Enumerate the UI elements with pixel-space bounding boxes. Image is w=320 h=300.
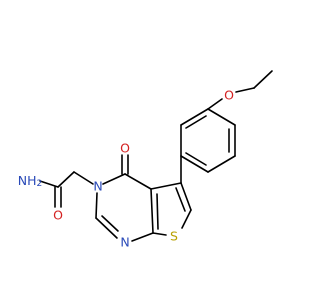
bond-phenyl-6-inner [185, 115, 207, 129]
atom-nh2-main: NH [18, 173, 37, 188]
atom-s: S [170, 229, 178, 244]
bond-c5-c6-inner [175, 187, 186, 212]
bond-s-c7a [152, 232, 167, 236]
bond-ethyl-ch2-o [235, 87, 255, 93]
bond-phenyl-1 [207, 108, 236, 126]
bond-camide-n [39, 180, 59, 188]
bond-n3-ch2 [73, 171, 94, 185]
bond-phenyl-3 [207, 155, 236, 173]
bond-phenyl-6 [180, 108, 209, 126]
atom-o-amide: O [53, 208, 63, 223]
bond-c4-c4a [124, 173, 152, 190]
bond-c4-n3 [102, 173, 126, 185]
bond-phenyl-4 [180, 155, 209, 173]
bond-layer [39, 70, 273, 242]
bond-c2-n1 [95, 217, 118, 239]
atom-n3: N [93, 179, 102, 194]
bond-o-phenyl [207, 98, 223, 110]
atom-nh2: NH2 [18, 173, 42, 190]
atom-n1: N [120, 235, 129, 250]
bond-n3-c2 [95, 192, 98, 219]
bond-n1-c7a [131, 232, 154, 242]
bond-phenyl-4-inner [185, 152, 207, 166]
structure-diagram: NH2 O O N N S O [18, 70, 273, 250]
atom-nh2-subscript: 2 [37, 179, 43, 189]
bond-c4a-c7a [150, 188, 154, 234]
bond-c5-c6 [180, 182, 192, 211]
bond-ethyl-ch3-ch2 [253, 70, 273, 89]
bond-ch2-camide [57, 171, 75, 188]
atom-o-ether: O [224, 88, 234, 103]
bond-c2-n1-inner [101, 215, 119, 232]
bond-c4a-c7a-inner [156, 193, 159, 230]
atom-label-layer: NH2 O O N N S O [18, 88, 234, 250]
bond-c4a-c5 [150, 182, 182, 190]
bond-c6-s [181, 209, 192, 229]
atom-o-ketone: O [120, 141, 130, 156]
